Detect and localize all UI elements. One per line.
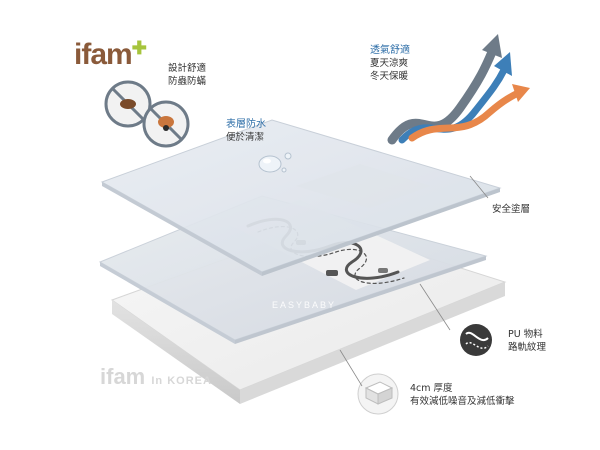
callout-waterproof: 表層防水 便於清潔 [226, 118, 266, 144]
brand-logo: ifam✚ [74, 38, 147, 71]
callout-pu-material: PU 物料 路軌紋理 [508, 328, 546, 354]
callout-safe-coating-line1: 安全塗層 [492, 204, 531, 215]
callout-pu-material-line2: 路軌紋理 [508, 342, 547, 353]
watermark-logo: ifam In KOREA [100, 364, 212, 389]
callout-design-line2: 防蟲防蟎 [168, 76, 207, 87]
foam-block-icon [357, 373, 399, 415]
callout-breathable-title: 透氣舒適 [370, 45, 410, 56]
callout-breathable-line2: 冬天保暖 [370, 71, 409, 82]
callout-waterproof-title: 表層防水 [226, 119, 266, 130]
callout-breathable-line1: 夏天涼爽 [370, 58, 409, 69]
callout-thickness-line1: 4cm 厚度 [410, 383, 453, 394]
callout-breathable: 透氣舒適 夏天涼爽 冬天保暖 [370, 44, 410, 83]
top-coating-layer [100, 119, 502, 276]
leader-lines [339, 175, 489, 387]
no-bugs-icon [104, 80, 190, 148]
callout-safe-coating: 安全塗層 [492, 203, 530, 216]
airflow-arrows-icon [387, 34, 530, 145]
callout-thickness-line2: 有效減低噪音及減低衝擊 [410, 396, 515, 407]
water-drop-icon [258, 152, 292, 173]
callout-waterproof-line1: 便於清潔 [226, 132, 265, 143]
callout-pu-material-line1: PU 物料 [508, 329, 543, 340]
callout-design-line1: 設計舒適 [168, 63, 207, 74]
callout-design: 設計舒適 防蟲防蟎 [168, 62, 206, 88]
track-texture-icon [460, 324, 492, 356]
callout-thickness: 4cm 厚度 有效減低噪音及減低衝擊 [410, 382, 515, 408]
watermark-text: EASYBABY [272, 300, 337, 310]
